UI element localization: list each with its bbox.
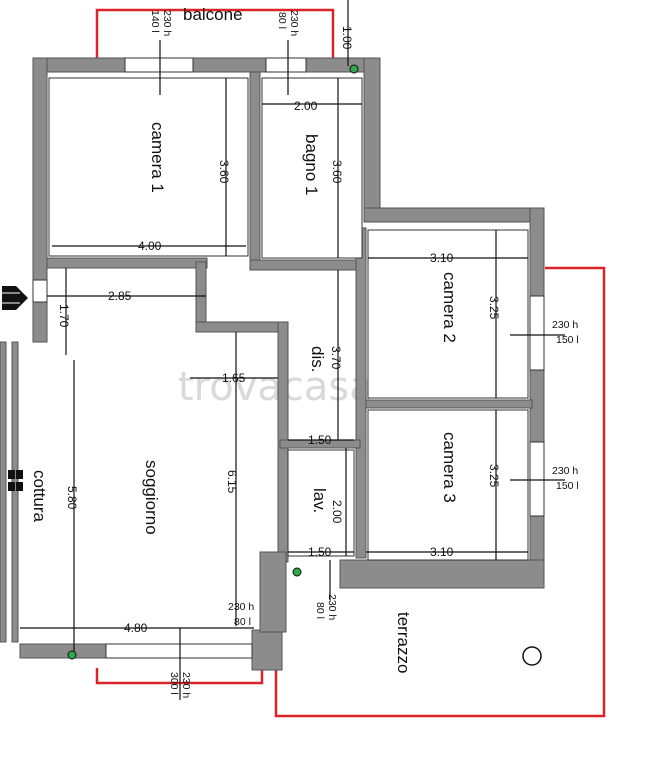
window-balcone-left [124,57,194,73]
room-label-balcone: balcone [183,5,243,24]
opening-bottom-height: 230 h [180,672,192,698]
room-label-soggiorno: soggiorno [142,460,161,535]
opening-camera3-height: 230 h [552,465,578,477]
dimension-lines [20,0,565,700]
wall-far-right [529,207,545,589]
dim-2-85: 2.85 [108,289,132,303]
window-balcone-right [265,57,307,73]
opening-balcone-right-width: 80 l [276,12,288,29]
wall-cam2-cam3 [365,399,533,409]
window-camera2 [529,295,545,371]
room-label-bagno-1: bagno 1 [302,134,321,195]
wall-top-right [363,207,545,223]
opening-camera3-width: 150 l [556,480,579,492]
entrance-gap [32,279,48,303]
dim-3-10-top: 3.10 [430,251,454,265]
camera-1-floor [48,77,249,257]
opening-lav-height: 230 h [326,594,338,620]
marker-lav [292,567,302,577]
bagno-1-floor [261,77,363,259]
wall-bottom-block [251,629,283,671]
wall-left-lower [32,301,48,343]
room-label-cottura: cottura [30,470,49,523]
window-camera3 [529,441,545,517]
wall-bottom-right [339,559,545,589]
dim-1-00: 1.00 [340,26,354,50]
dim-6-15: 6.15 [225,470,239,494]
opening-bottom-width: 300 l [168,672,180,695]
balcone-outline [95,8,335,58]
terrazzo-circle [522,646,542,666]
room-label-camera-1: camera 1 [148,122,167,193]
opening-soggiorno-height: 230 h [228,601,254,613]
opening-balcone-left-height: 230 h [161,10,173,36]
dim-3-25-camera3: 3.25 [487,464,501,488]
dim-2-00-bagno: 2.00 [294,99,318,113]
wall-corridor-mid [195,321,289,333]
marker-top [349,64,359,74]
markers [67,64,359,660]
right-balcony-outline [545,266,606,548]
camera-3-floor [367,409,529,561]
dim-4-00: 4.00 [138,239,162,253]
wall-left-upper [32,57,48,281]
wall-right-upper [363,57,381,209]
opening-balcone-left-width: 140 l [149,10,161,33]
opening-lav-width: 80 l [314,602,326,619]
opening-balcone-right-height: 230 h [288,10,300,36]
wall-cam1-bottom [46,257,208,269]
dim-1-50-bottom: 1.50 [308,545,332,559]
room-label-lav: lav. [310,488,329,513]
wall-dis-right [355,227,367,559]
dim-2-00-lav: 2.00 [330,500,344,524]
dim-3-25-camera2: 3.25 [487,296,501,320]
cooktop-icon [8,470,23,491]
room-label-dis: dis. [308,346,327,372]
wall-bagno-bottom [249,259,367,271]
wall-top [32,57,379,73]
lav-floor [287,449,355,557]
opening-camera2-width: 150 l [556,334,579,346]
dim-5-80: 5.80 [65,486,79,510]
room-label-camera-3: camera 3 [440,432,459,503]
dim-3-10-bottom: 3.10 [430,545,454,559]
window-openings [32,57,545,659]
opening-camera2-height: 230 h [552,319,578,331]
dim-3-60-camera1: 3.60 [217,160,231,184]
wall-cottura-mid [11,341,19,643]
watermark: trovacasa [178,364,374,410]
dim-4-80: 4.80 [124,621,148,635]
dim-1-65: 1.65 [222,371,246,385]
dim-1-50-top: 1.50 [308,433,332,447]
room-label-terrazzo: terrazzo [394,612,413,673]
wall-sogg-right [259,551,287,633]
dim-1-70: 1.70 [57,304,71,328]
entrance-arrow-icon [2,286,28,310]
room-label-camera-2: camera 2 [440,272,459,343]
opening-soggiorno-width: 80 l [234,616,251,628]
marker-bottom [67,650,77,660]
dim-3-60-bagno: 3.60 [330,160,344,184]
wall-cottura-left [0,341,7,643]
dim-3-70: 3.70 [329,346,343,370]
window-bottom [105,643,253,659]
wall-cam1-bagno [249,71,261,269]
